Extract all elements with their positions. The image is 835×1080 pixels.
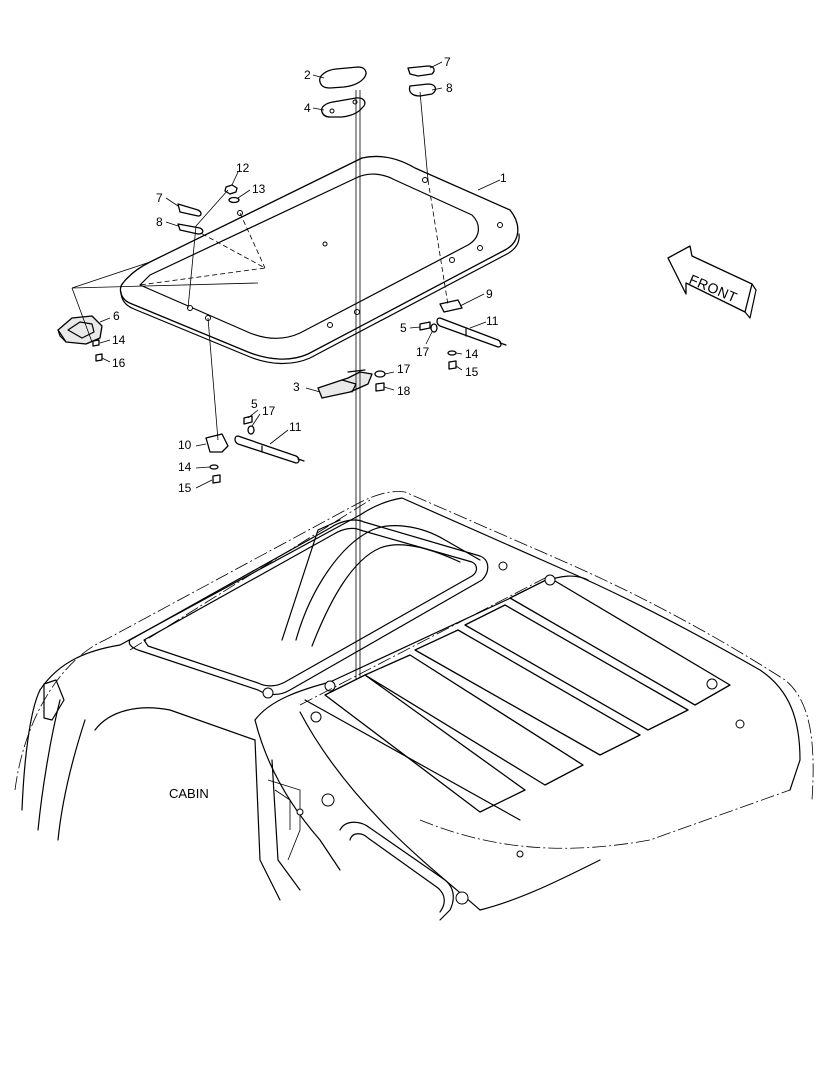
nut <box>224 184 238 195</box>
callout-14: 14 <box>465 347 479 361</box>
bracket-plate <box>320 97 366 118</box>
callout-2: 2 <box>304 68 311 82</box>
callout-7: 7 <box>444 55 451 69</box>
callout-5: 5 <box>400 321 407 335</box>
callout-10: 10 <box>178 438 192 452</box>
roof-ribs <box>304 577 731 821</box>
gas-strut-left <box>205 415 305 484</box>
end-cap-left <box>177 203 202 217</box>
callout-5: 5 <box>251 397 258 411</box>
callouts: 2 4 7 8 1 7 8 12 13 9 11 5 17 14 15 17 1… <box>112 55 507 495</box>
callout-15: 15 <box>465 365 479 379</box>
callout-1: 1 <box>500 171 507 185</box>
callout-14: 14 <box>178 460 192 474</box>
cabin-label: CABIN <box>169 786 209 801</box>
callout-3: 3 <box>293 380 300 394</box>
roof-hatch-panel <box>119 155 520 365</box>
callout-9: 9 <box>486 287 493 301</box>
assembly-lines <box>71 90 449 690</box>
callout-17: 17 <box>262 404 276 418</box>
callout-8: 8 <box>446 81 453 95</box>
screw-left <box>92 339 103 362</box>
leader-lines <box>99 61 501 489</box>
callout-13: 13 <box>252 182 266 196</box>
cover-plate <box>319 66 367 89</box>
cabin-roof <box>14 491 814 921</box>
callout-16: 16 <box>112 356 126 370</box>
front-direction-arrow: FRONT <box>667 245 757 319</box>
hinge <box>317 369 386 399</box>
callout-14: 14 <box>112 333 126 347</box>
callout-11: 11 <box>486 314 499 328</box>
callout-7: 7 <box>156 191 163 205</box>
callout-6: 6 <box>113 309 120 323</box>
end-cap-right <box>407 65 435 77</box>
callout-18: 18 <box>397 384 411 398</box>
callout-11: 11 <box>289 420 302 434</box>
callout-4: 4 <box>304 101 311 115</box>
callout-17: 17 <box>416 345 430 359</box>
washer <box>228 196 240 204</box>
callout-15: 15 <box>178 481 192 495</box>
callout-8: 8 <box>156 215 163 229</box>
latch-handle <box>57 315 103 345</box>
bracket-left <box>177 223 204 235</box>
bracket-right <box>408 83 437 97</box>
callout-17: 17 <box>397 362 411 376</box>
callout-12: 12 <box>236 161 250 175</box>
gas-strut-right <box>419 299 507 370</box>
